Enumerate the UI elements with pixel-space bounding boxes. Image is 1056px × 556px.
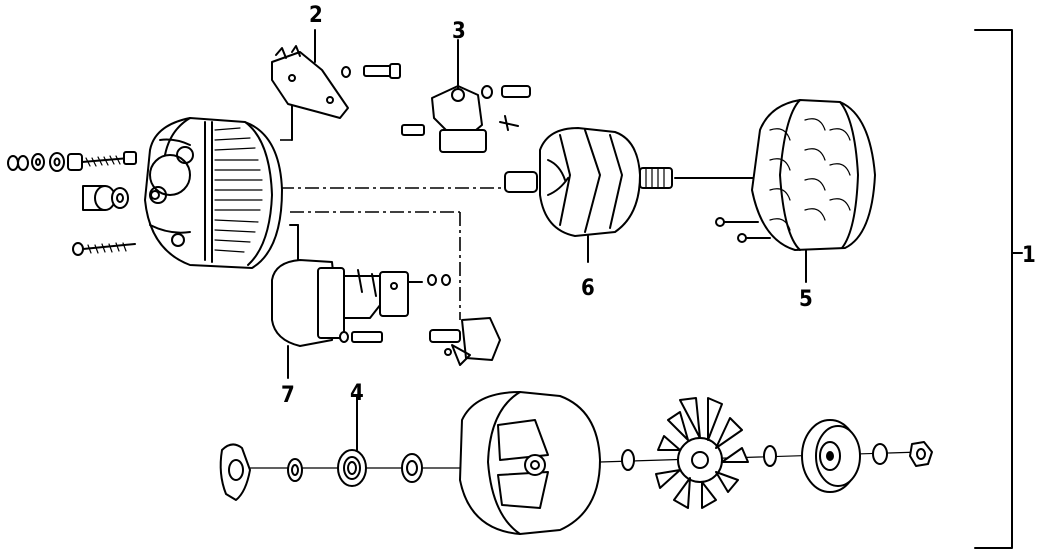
- through-bolt-stack: [7, 151, 137, 172]
- rectifier-bridge: 7: [271, 259, 451, 408]
- callout-label-4: 4: [350, 381, 364, 406]
- bearing-cap: [82, 185, 129, 211]
- callout-label-6: 6: [581, 276, 595, 301]
- mount-screw: [72, 242, 136, 256]
- rotor: 6: [504, 127, 673, 301]
- bearing: 4: [337, 381, 367, 487]
- rear-bearing-retainer: [219, 443, 251, 501]
- assembly-bracket: [974, 29, 1023, 549]
- pulley: [801, 419, 861, 493]
- collar: [287, 458, 303, 482]
- fan: [655, 397, 749, 509]
- rear-housing: [144, 117, 283, 269]
- drive-end-housing: [459, 391, 601, 535]
- pulley-washer: [763, 445, 777, 467]
- mounting-bracket: 2: [271, 3, 349, 119]
- callout-label-7: 7: [281, 383, 295, 408]
- lock-washer: [872, 443, 888, 465]
- terminal-assembly: [429, 317, 501, 366]
- bracket-bolt: [341, 63, 401, 79]
- callout-label-5: 5: [799, 287, 813, 312]
- stator-front-housing: 5: [715, 99, 876, 312]
- bearing-seal: [401, 453, 423, 483]
- brush-holder: 3: [401, 19, 531, 153]
- callout-label-2: 2: [309, 3, 323, 28]
- callout-label-1: 1: [1022, 243, 1036, 268]
- pulley-nut: [909, 441, 933, 467]
- spacer: [621, 449, 635, 471]
- callout-label-3: 3: [452, 19, 466, 44]
